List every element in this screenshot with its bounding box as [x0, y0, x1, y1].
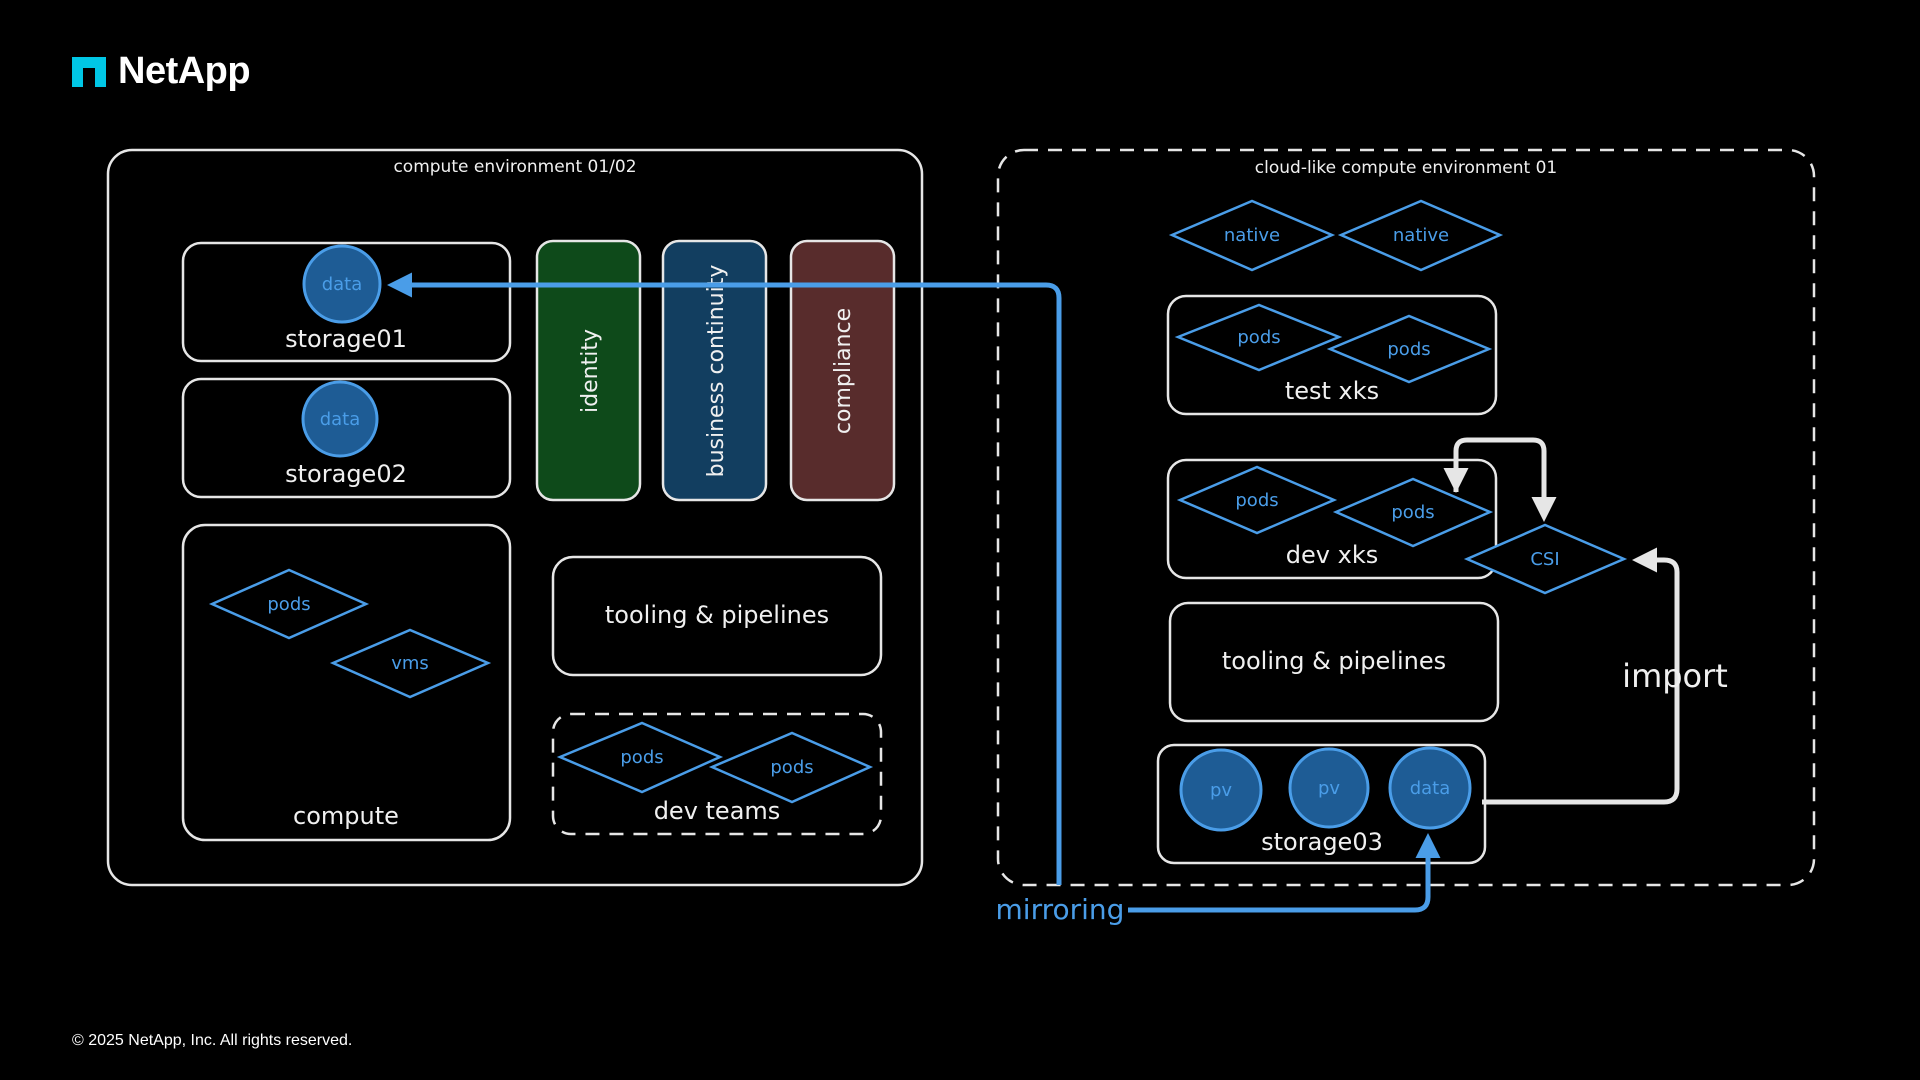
storage03-pv-label-2: pv — [1318, 778, 1340, 799]
storage03-box: pv pv data storage03 — [1156, 743, 1487, 865]
dev-xks-pods-diamond-2 — [1332, 477, 1494, 548]
right-tooling-label: tooling & pipelines — [1222, 647, 1446, 675]
storage03-pv-disk-2 — [1288, 747, 1370, 829]
dev-xks-pods-label-1: pods — [1235, 490, 1278, 511]
storage01-box: data storage01 — [181, 241, 512, 363]
compute-vms-diamond — [329, 628, 492, 699]
csi-dev-xks-connector — [1443, 437, 1557, 522]
compute-pods-label: pods — [267, 594, 310, 615]
dev-xks-pods-label-2: pods — [1391, 502, 1434, 523]
compute-box: pods vms compute — [181, 523, 512, 842]
native-diamond-1 — [1168, 199, 1336, 272]
csi-link-path — [1453, 437, 1557, 522]
import-path — [1482, 547, 1680, 805]
left-compute-environment: compute environment 01/02 data storage01… — [106, 148, 924, 887]
csi-label: CSI — [1530, 549, 1559, 570]
storage01-label: storage01 — [285, 325, 407, 353]
compute-pods-diamond — [208, 568, 370, 640]
dev-xks-pods-diamond-1 — [1176, 465, 1338, 535]
compliance-pillar: compliance — [789, 239, 896, 502]
business-continuity-pillar: business continuity — [661, 239, 768, 502]
dev-xks-label: dev xks — [1286, 541, 1378, 569]
left-env-title: compute environment 01/02 — [393, 157, 636, 177]
import-connector: import — [1482, 547, 1728, 805]
csi-diamond — [1463, 523, 1628, 595]
netapp-logo-icon — [72, 56, 106, 87]
test-xks-pods-label-1: pods — [1237, 327, 1280, 348]
right-env-title: cloud-like compute environment 01 — [1255, 158, 1557, 178]
mirroring-path-to-storage01 — [387, 272, 1062, 885]
test-xks-label: test xks — [1285, 377, 1379, 405]
test-xks-pods-diamond-1 — [1174, 303, 1343, 372]
left-tooling-box: tooling & pipelines — [551, 555, 883, 677]
business-continuity-label: business continuity — [704, 265, 729, 478]
storage03-label: storage03 — [1261, 828, 1383, 856]
native-label-2: native — [1393, 225, 1449, 246]
netapp-logo: NetApp — [72, 50, 251, 93]
storage03-data-label: data — [1410, 778, 1451, 799]
identity-label: identity — [578, 329, 603, 413]
storage01-data-label: data — [322, 274, 363, 295]
import-label: import — [1622, 657, 1728, 695]
native-diamond-2 — [1337, 199, 1504, 272]
test-xks-pods-diamond-2 — [1326, 314, 1493, 384]
right-cloud-environment: cloud-like compute environment 01 native… — [996, 148, 1816, 887]
identity-pillar: identity — [535, 239, 642, 502]
dev-teams-pods-diamond-1 — [556, 721, 724, 794]
storage03-data-disk — [1388, 746, 1472, 830]
dev-teams-pods-label-1: pods — [620, 747, 663, 768]
mirroring-connector: mirroring — [387, 272, 1441, 926]
mirroring-label: mirroring — [996, 893, 1125, 926]
compute-label: compute — [293, 802, 399, 830]
mirroring-path-to-storage03 — [1128, 833, 1441, 913]
storage03-pv-disk-1 — [1179, 748, 1263, 832]
dev-xks-box: pods pods dev xks — [1166, 458, 1498, 580]
native-label-1: native — [1224, 225, 1280, 246]
left-tooling-label: tooling & pipelines — [605, 601, 829, 629]
test-xks-box: pods pods test xks — [1166, 294, 1498, 416]
storage03-pv-label-1: pv — [1210, 780, 1232, 801]
dev-teams-pods-label-2: pods — [770, 757, 813, 778]
copyright-notice: © 2025 NetApp, Inc. All rights reserved. — [72, 1032, 353, 1049]
test-xks-pods-label-2: pods — [1387, 339, 1430, 360]
dev-teams-pods-diamond-2 — [708, 731, 874, 804]
storage02-label: storage02 — [285, 460, 407, 488]
logo-text: NetApp — [118, 50, 251, 92]
storage02-data-label: data — [320, 409, 361, 430]
storage02-data-disk — [301, 380, 379, 458]
storage02-box: data storage02 — [181, 377, 512, 499]
compliance-label: compliance — [831, 308, 856, 434]
dev-teams-box: pods pods dev teams — [551, 712, 883, 836]
csi-node: CSI — [1463, 523, 1628, 595]
compute-vms-label: vms — [391, 653, 429, 674]
right-tooling-box: tooling & pipelines — [1168, 601, 1500, 723]
dev-teams-label: dev teams — [654, 797, 781, 825]
storage01-data-disk — [302, 244, 382, 324]
